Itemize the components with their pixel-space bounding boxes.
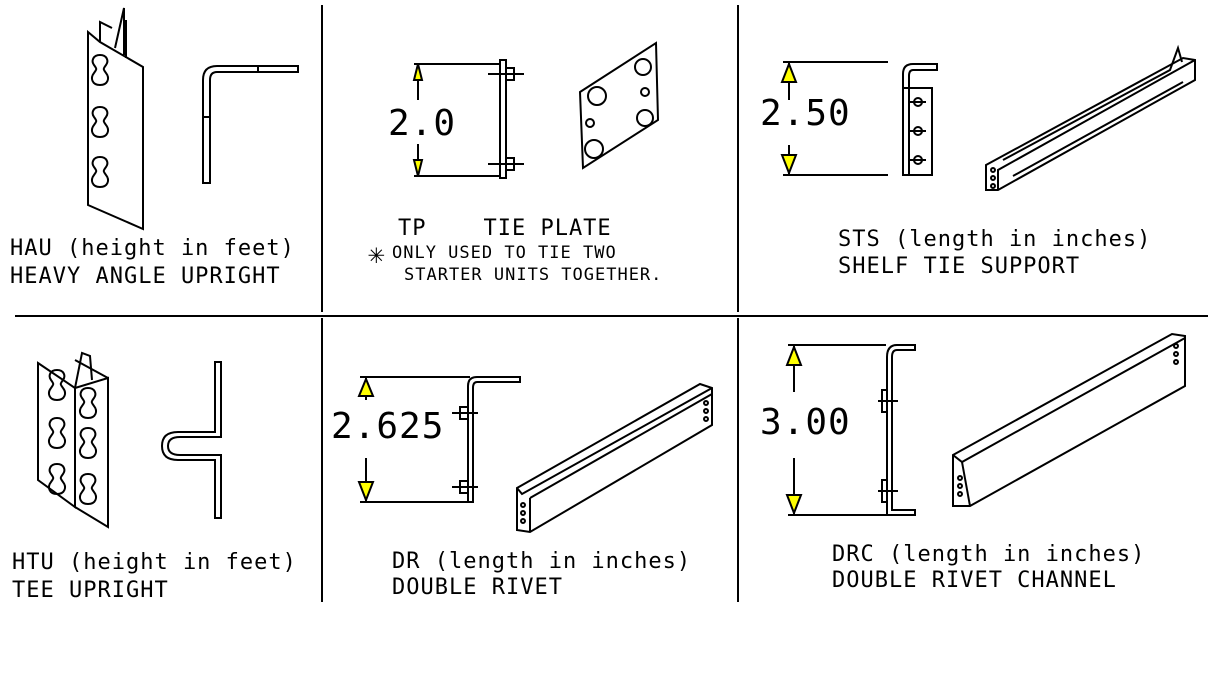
asterisk-icon: ✳ <box>368 237 385 270</box>
tp-note-line1: ONLY USED TO TIE TWO <box>392 243 617 263</box>
tp-caption-line1: TP TIE PLATE <box>398 216 612 241</box>
htu-upright-drawing <box>37 351 109 529</box>
hau-caption-line1: HAU (height in feet) <box>10 236 295 261</box>
dr-caption-line2: DOUBLE RIVET <box>392 575 563 600</box>
drc-profile-drawing <box>878 344 916 516</box>
hau-upright-drawing <box>87 7 144 231</box>
sts-caption-line2: SHELF TIE SUPPORT <box>838 254 1081 279</box>
tp-profile-drawing <box>488 59 524 179</box>
drc-channel-drawing <box>952 332 1186 507</box>
tp-dimension <box>412 63 500 177</box>
drc-dimension <box>785 344 886 516</box>
dr-channel-drawing <box>516 382 713 534</box>
tp-note-line2: STARTER UNITS TOGETHER. <box>404 265 663 285</box>
hau-profile-drawing <box>202 65 299 184</box>
drc-dimension-label: 3.00 <box>760 402 851 443</box>
sts-channel-drawing <box>985 44 1196 191</box>
drc-caption-line2: DOUBLE RIVET CHANNEL <box>832 568 1117 593</box>
dr-dimension <box>357 376 470 503</box>
panel-grid <box>15 5 1208 602</box>
tp-dimension-label: 2.0 <box>388 103 457 144</box>
drc-caption-line1: DRC (length in inches) <box>832 542 1146 567</box>
sts-profile-drawing <box>902 63 938 176</box>
dr-profile-drawing <box>452 376 521 503</box>
dr-dimension-label: 2.625 <box>331 406 445 447</box>
hau-caption-line2: HEAVY ANGLE UPRIGHT <box>10 264 281 289</box>
sts-caption-line1: STS (length in inches) <box>838 227 1152 252</box>
htu-caption-line2: TEE UPRIGHT <box>12 578 169 603</box>
dr-caption-line1: DR (length in inches) <box>392 549 692 574</box>
sts-dimension <box>780 61 888 176</box>
htu-profile-drawing <box>160 361 222 519</box>
sts-dimension-label: 2.50 <box>760 93 851 134</box>
tp-plate-drawing <box>578 41 660 170</box>
htu-caption-line1: HTU (height in feet) <box>12 550 297 575</box>
